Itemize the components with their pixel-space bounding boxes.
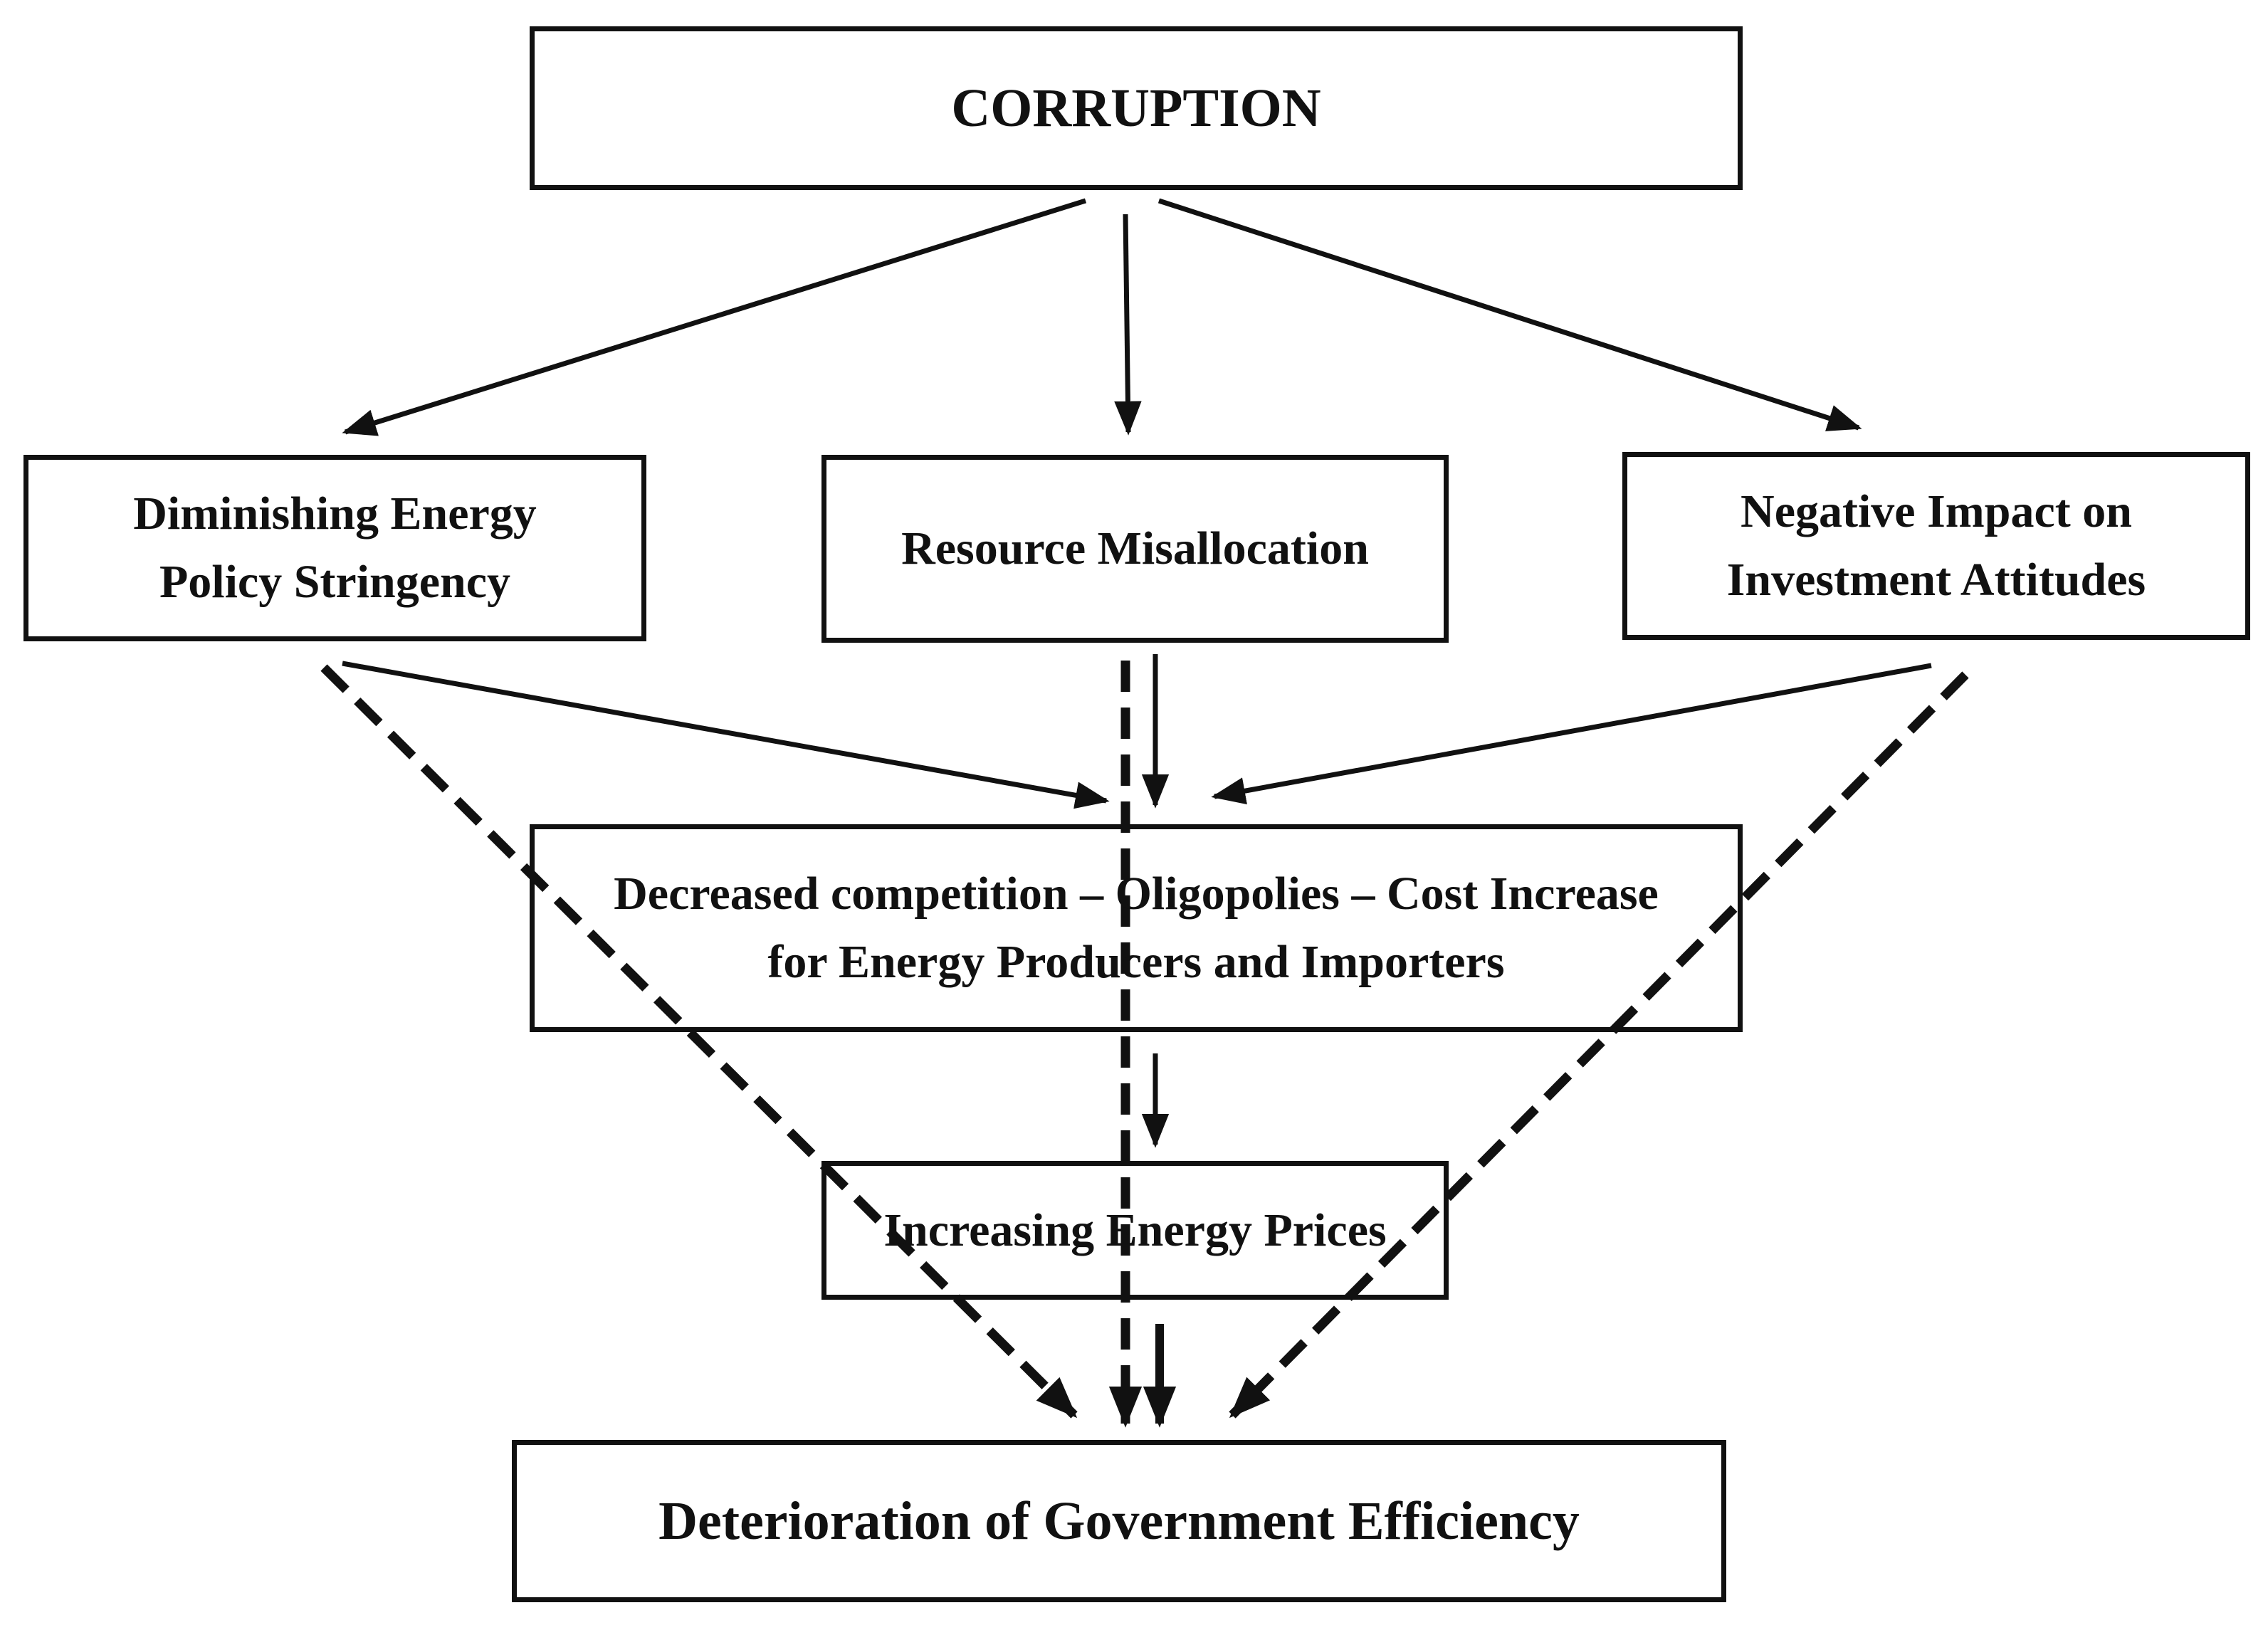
efficiency-node: Deterioration of Government Efficiency [512, 1440, 1726, 1602]
investment-label: Negative Impact on Investment Attitudes [1726, 485, 2146, 606]
arrow-corruption-to-misallocation [1114, 214, 1142, 436]
arrow-energy-policy-to-competition [342, 661, 1110, 809]
corruption-node: CORRUPTION [530, 26, 1743, 190]
competition-label: Decreased competition – Oligopolies – Co… [614, 868, 1659, 988]
dashed-arrow-investment-to-efficiency [1229, 671, 1969, 1419]
prices-label: Increasing Energy Prices [883, 1204, 1387, 1256]
energy-policy-node: Diminishing Energy Policy Stringency [23, 455, 646, 641]
misallocation-node: Resource Misallocation [821, 455, 1449, 643]
competition-node: Decreased competition – Oligopolies – Co… [530, 824, 1743, 1032]
efficiency-label: Deterioration of Government Efficiency [658, 1490, 1580, 1551]
dashed-arrow-energy-policy-to-efficiency [320, 664, 1078, 1419]
misallocation-label: Resource Misallocation [901, 522, 1369, 575]
arrow-investment-to-competition [1211, 663, 1932, 805]
corruption-label: CORRUPTION [951, 78, 1321, 138]
prices-node: Increasing Energy Prices [821, 1161, 1449, 1300]
investment-node: Negative Impact on Investment Attitudes [1622, 452, 2250, 640]
arrow-corruption-to-energy-policy [342, 198, 1087, 436]
arrow-corruption-to-investment [1157, 198, 1862, 431]
energy-policy-label: Diminishing Energy Policy Stringency [133, 488, 537, 608]
